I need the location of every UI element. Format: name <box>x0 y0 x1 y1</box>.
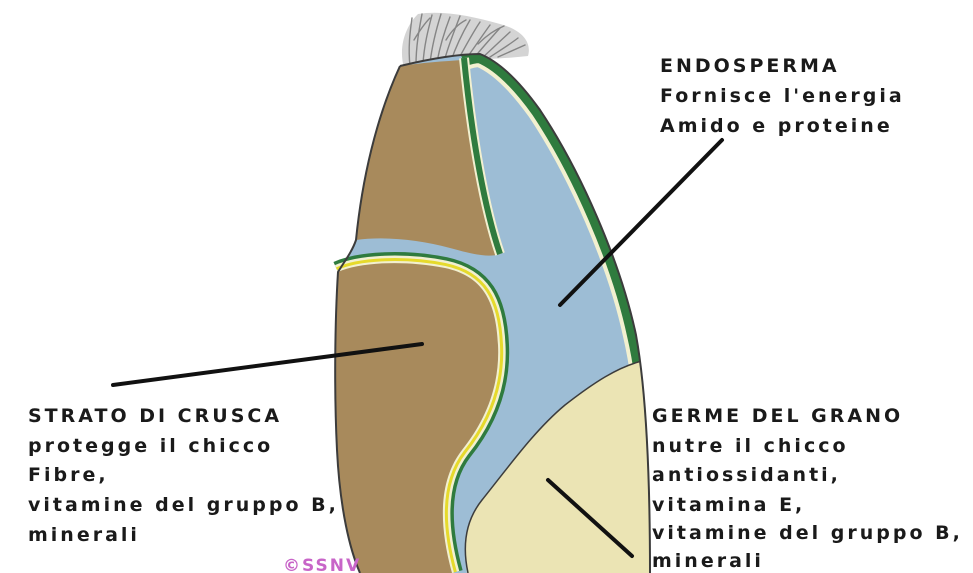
copyright-text: ©SSNV <box>283 556 361 573</box>
germ-title: GERME DEL GRANO <box>652 405 903 427</box>
bran-label: STRATO DI CRUSCA protegge il chicco Fibr… <box>28 405 339 546</box>
germ-line: minerali <box>652 550 764 572</box>
germ-label: GERME DEL GRANO nutre il chicco antiossi… <box>652 405 963 572</box>
endosperm-line: Amido e proteine <box>660 115 893 137</box>
germ-line: antiossidanti, <box>652 464 841 486</box>
bran-title: STRATO DI CRUSCA <box>28 405 282 427</box>
bran-line: vitamine del gruppo B, <box>28 494 339 516</box>
bran-line: minerali <box>28 524 140 546</box>
bran-line: protegge il chicco <box>28 435 273 457</box>
germ-line: nutre il chicco <box>652 435 849 457</box>
endosperm-line: Fornisce l'energia <box>660 85 905 107</box>
endosperm-title: ENDOSPERMA <box>660 55 840 77</box>
germ-line: vitamine del gruppo B, <box>652 522 963 544</box>
endosperm-label: ENDOSPERMA Fornisce l'energia Amido e pr… <box>660 55 905 137</box>
bran-line: Fibre, <box>28 464 109 486</box>
germ-line: vitamina E, <box>652 494 805 516</box>
